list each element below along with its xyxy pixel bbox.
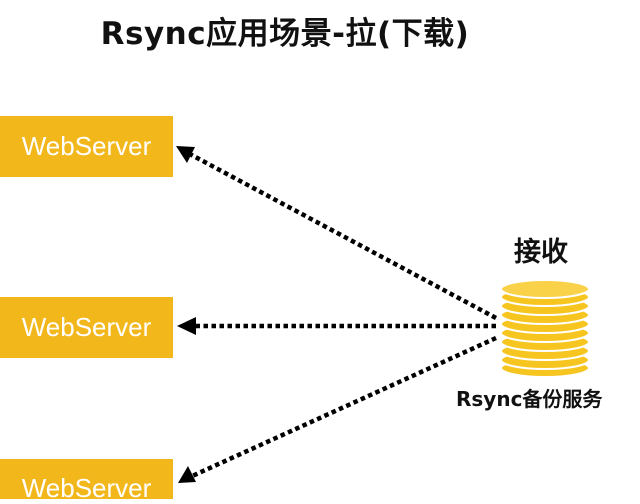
webserver-label: WebServer <box>21 131 152 161</box>
webserver-label: WebServer <box>21 312 152 342</box>
arrowhead-2 <box>177 317 196 335</box>
webserver-node-2: WebServer <box>0 297 173 358</box>
arrowhead-1 <box>176 146 195 163</box>
arrowhead-3 <box>178 466 196 483</box>
rsync-backup-service-label: Rsync备份服务 <box>456 387 603 411</box>
receive-label: 接收 <box>514 237 568 268</box>
webserver-node-1: WebServer <box>0 116 173 177</box>
diagram-title: Rsync应用场景-拉(下载) <box>100 16 470 52</box>
database-stack-icon <box>500 279 590 378</box>
diagram-canvas <box>176 146 590 483</box>
pull-arrow-1 <box>184 150 498 320</box>
pull-arrow-3 <box>189 335 497 480</box>
